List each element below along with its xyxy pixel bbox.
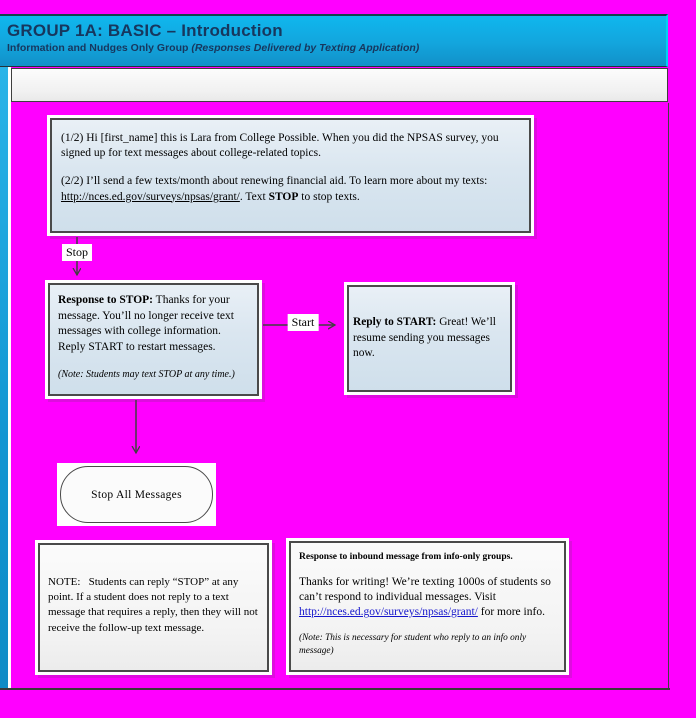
stop-all-messages-terminator: Stop All Messages <box>60 466 213 523</box>
page-title: GROUP 1A: BASIC – Introduction <box>7 21 283 40</box>
response-to-stop-note: (Note: Students may text STOP at any tim… <box>58 369 235 381</box>
subtitle-text: Information and Nudges Only Group <box>7 42 192 54</box>
intro-message-2: (2/2) I’ll send a few texts/month about … <box>61 175 488 203</box>
inbound-response-text: Thanks for writing! We’re texting 1000s … <box>299 576 551 619</box>
npsas-grant-link-2[interactable]: http://nces.ed.gov/surveys/npsas/grant/ <box>299 606 478 619</box>
reply-to-start-text: Reply to START: Great! We’ll resume send… <box>353 316 496 360</box>
subtitle-note: (Responses Delivered by Texting Applicat… <box>191 42 420 54</box>
inbound-response-box: Response to inbound message from info-on… <box>289 541 566 672</box>
left-accent-strip <box>0 67 8 688</box>
intro-message-1: (1/2) Hi [first_name] this is Lara from … <box>61 132 499 160</box>
inbound-response-heading: Response to inbound message from info-on… <box>299 552 513 562</box>
note-box: NOTE: Students can reply “STOP” at any p… <box>38 543 269 672</box>
note-box-text: NOTE: Students can reply “STOP” at any p… <box>48 576 258 634</box>
intro-message-box: (1/2) Hi [first_name] this is Lara from … <box>50 118 531 233</box>
stop-edge-label: Stop <box>61 244 93 261</box>
reply-to-start-box: Reply to START: Great! We’ll resume send… <box>347 285 512 392</box>
page-subtitle: Information and Nudges Only Group (Respo… <box>7 42 666 54</box>
stop-keyword: STOP <box>268 190 299 203</box>
inbound-response-note: (Note: This is necessary for student who… <box>299 633 527 657</box>
npsas-grant-link[interactable]: http://nces.ed.gov/surveys/npsas/grant/ <box>61 190 240 203</box>
terminator-shape-frame: Stop All Messages <box>57 463 216 526</box>
left-gutter <box>8 67 11 688</box>
group-header-banner: GROUP 1A: BASIC – Introduction Informati… <box>0 14 668 67</box>
response-to-stop-text: Response to STOP: Thanks for your messag… <box>58 294 234 353</box>
flowchart-canvas: (1/2) Hi [first_name] this is Lara from … <box>11 103 669 688</box>
empty-band <box>11 68 668 102</box>
canvas-bottom-border <box>0 688 670 690</box>
start-edge-label: Start <box>287 314 319 331</box>
response-to-stop-box: Response to STOP: Thanks for your messag… <box>48 283 259 396</box>
